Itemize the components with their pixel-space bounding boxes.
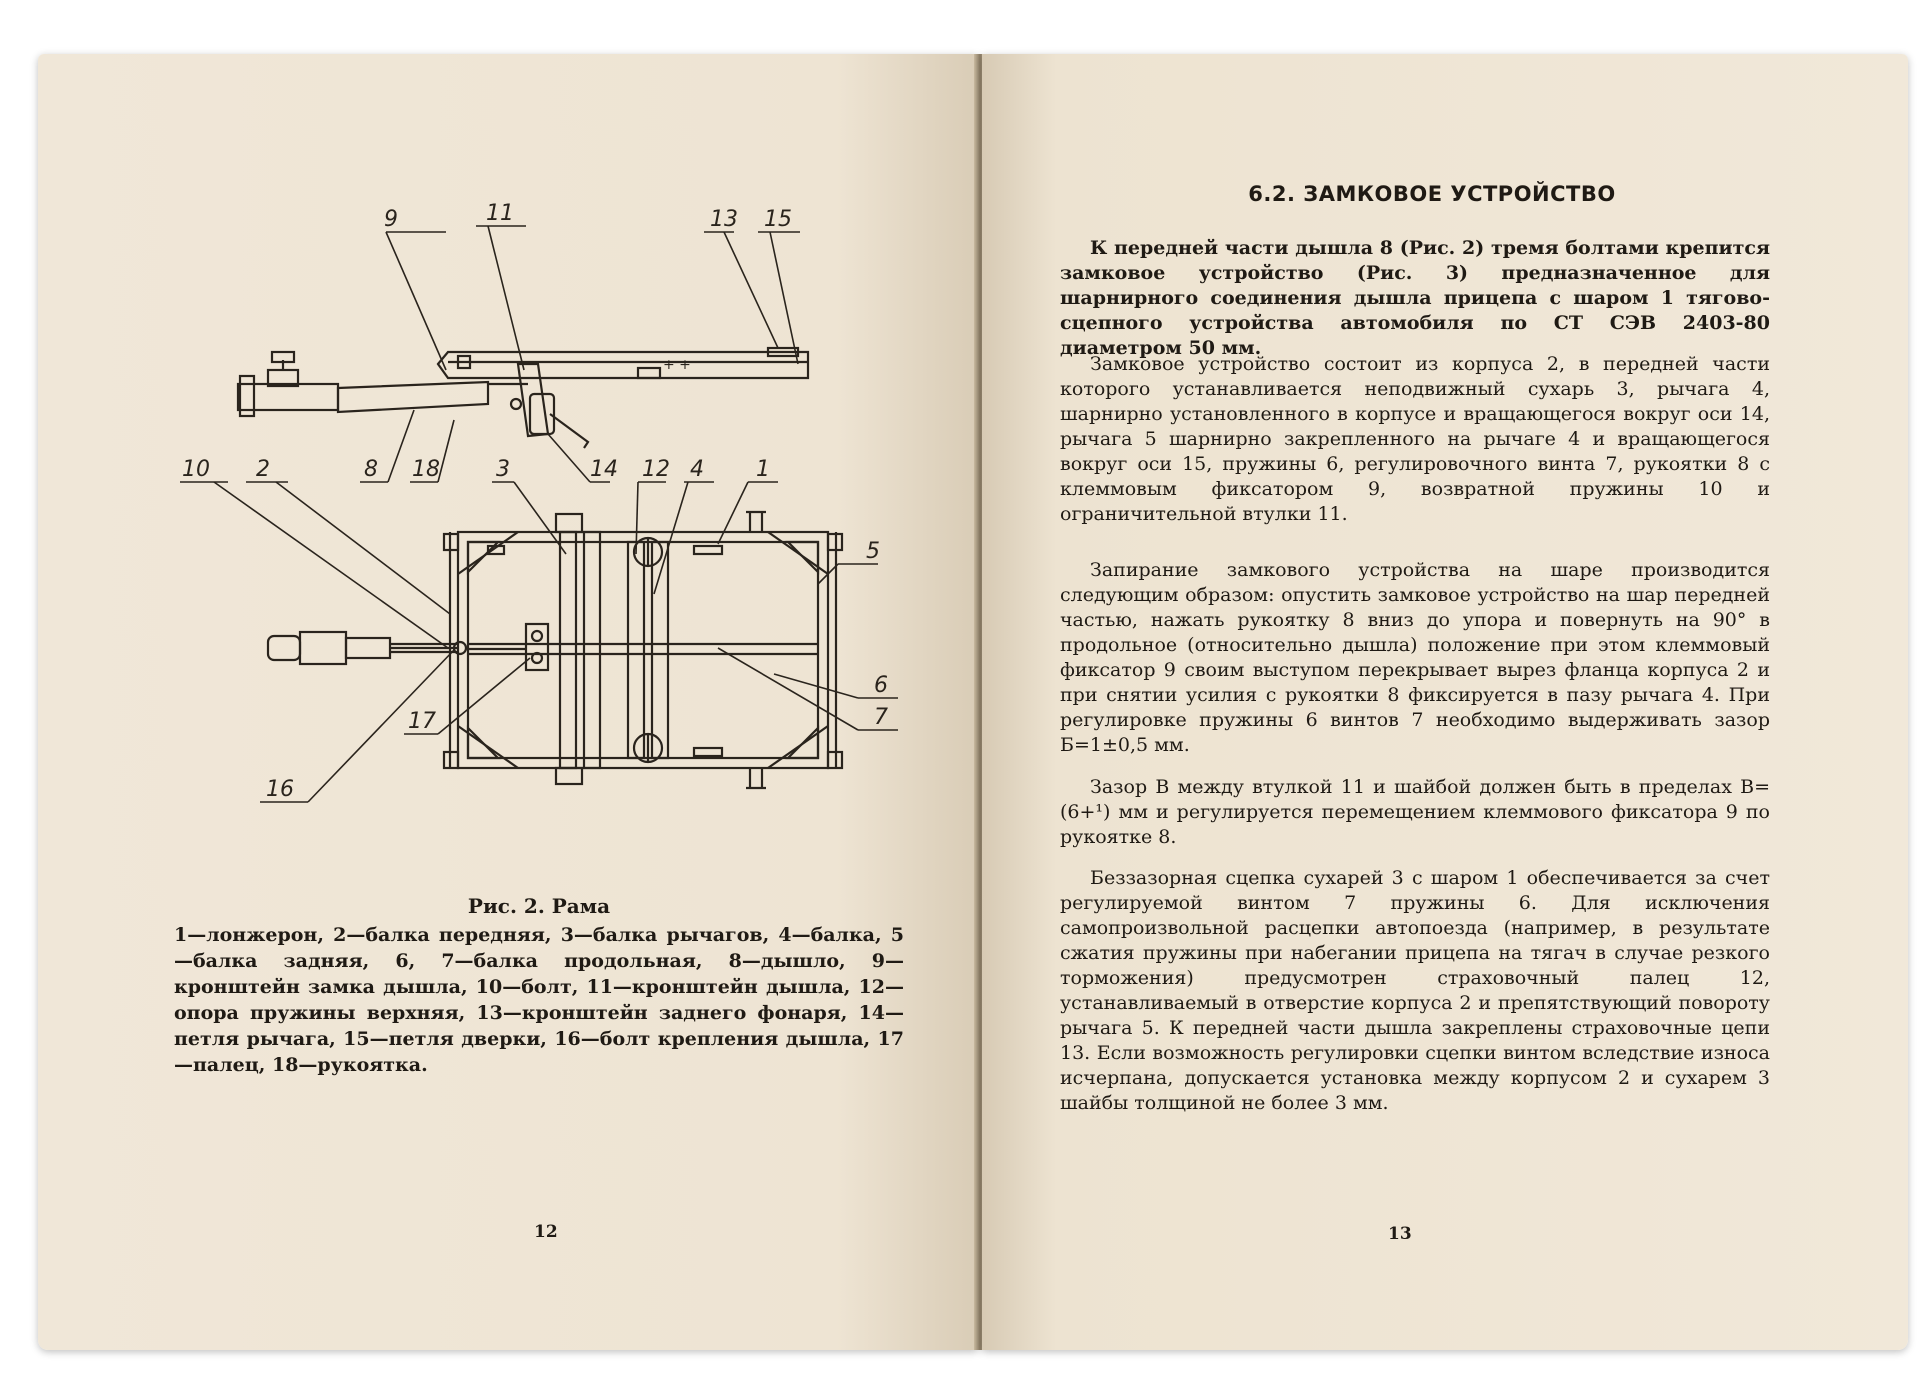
frame-drawing-svg: + +: [180, 201, 898, 803]
callout-9: 9: [384, 207, 398, 232]
paragraph-2: Замковое устройство состоит из корпуса 2…: [1060, 353, 1770, 525]
callout-18: 18: [412, 457, 440, 482]
paragraph-5: Беззазорная сцепка сухарей 3 с шаром 1 о…: [1060, 867, 1770, 1114]
left-page: + +: [38, 54, 978, 1350]
callout-7: 7: [874, 705, 888, 730]
callout-15: 15: [764, 207, 792, 232]
paragraph-3: Запирание замкового устройства на шаре п…: [1060, 559, 1770, 756]
paragraph-1: К передней части дышла 8 (Рис. 2) тремя …: [1060, 237, 1770, 359]
side-view: + +: [236, 346, 810, 449]
frame-drawing: + +: [158, 174, 918, 854]
callout-10: 10: [182, 457, 210, 482]
section-heading: 6.2. ЗАМКОВОЕ УСТРОЙСТВО: [1248, 182, 1616, 206]
figure-caption-legend: 1—лонжерон, 2—балка передняя, 3—балка ры…: [174, 924, 904, 1076]
callout-13: 13: [710, 207, 738, 232]
book-spread: + +: [38, 54, 1908, 1354]
callout-8: 8: [364, 457, 378, 482]
callout-4: 4: [690, 457, 704, 482]
callout-1: 1: [756, 457, 770, 482]
right-page: 6.2. ЗАМКОВОЕ УСТРОЙСТВО К передней част…: [982, 54, 1908, 1350]
callout-16: 16: [266, 777, 294, 802]
plan-view: [266, 510, 844, 790]
figure-caption-title: Рис. 2. Рама: [467, 894, 611, 918]
paragraph-4: Зазор В между втулкой 11 и шайбой должен…: [1060, 776, 1770, 848]
callout-2: 2: [256, 457, 270, 482]
callout-5: 5: [866, 539, 880, 564]
callout-6: 6: [874, 673, 888, 698]
page-number-right: 13: [1388, 1224, 1412, 1244]
leader-lines: [180, 225, 898, 803]
callout-17: 17: [408, 709, 436, 734]
callout-12: 12: [642, 457, 670, 482]
page-number-left: 12: [534, 1222, 558, 1242]
callout-14: 14: [590, 457, 618, 482]
callout-3: 3: [496, 457, 510, 482]
figure-callouts: 9 11 13 15 10 2 8 18 3 14 12 4 1 5 6 7 1: [182, 201, 888, 802]
svg-text:+ +: + +: [663, 357, 691, 373]
callout-11: 11: [486, 201, 514, 226]
